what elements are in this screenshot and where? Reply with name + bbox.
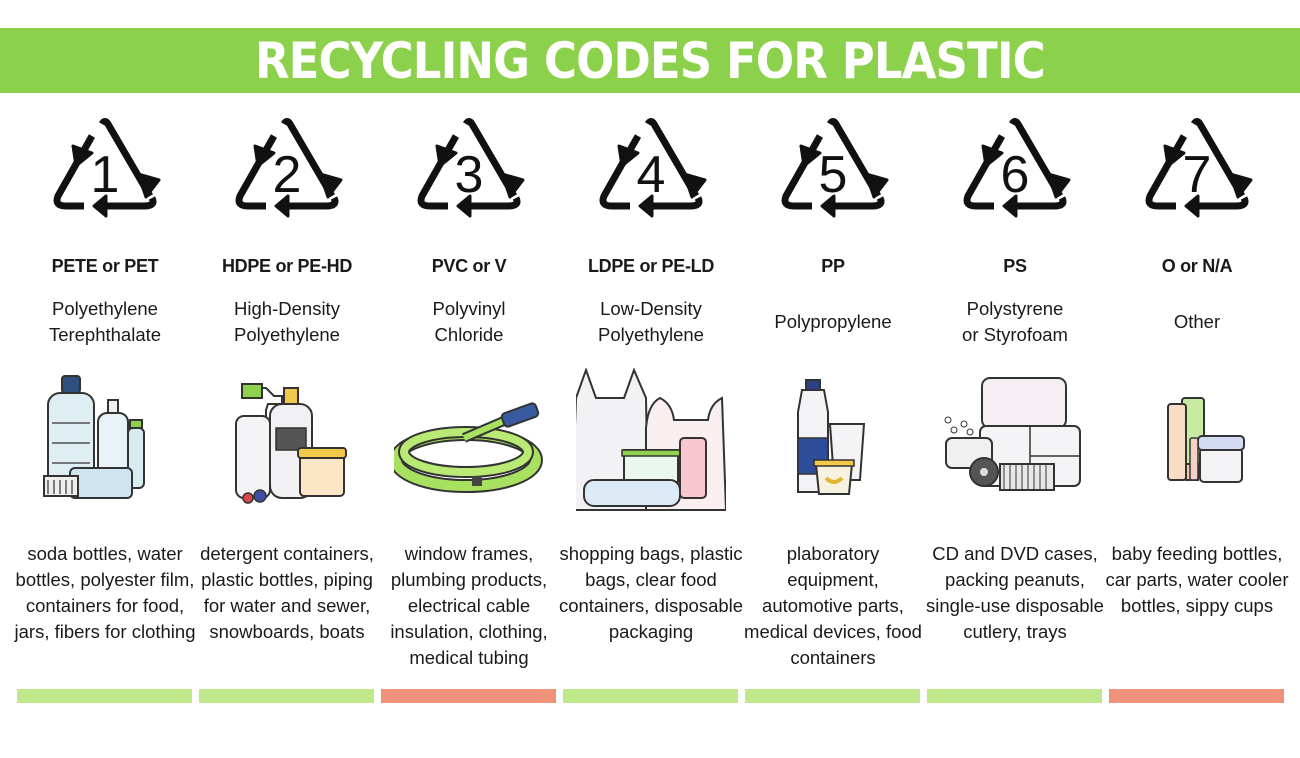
code-abbreviation: PS <box>1003 256 1027 276</box>
code-abbreviation: PP <box>821 256 845 276</box>
example-uses: plaboratory equipment, automotive parts,… <box>744 543 922 668</box>
recycle-triangle-3-icon: 3 <box>406 110 532 236</box>
plastic-full-name: Polystyrene or Styrofoam <box>962 298 1068 345</box>
recyclability-bar-1 <box>17 689 192 703</box>
code-abbreviation: PETE or PET <box>51 256 159 276</box>
plastic-full-name: Polyethylene Terephthalate <box>48 298 162 345</box>
recyclability-bar-6 <box>927 689 1102 703</box>
code-number: 6 <box>1001 146 1030 204</box>
code-number: 2 <box>273 146 302 204</box>
tubes-jars-illustration <box>1167 397 1245 483</box>
example-uses: window frames, plumbing products, electr… <box>390 543 548 668</box>
recyclability-bar-7 <box>1109 689 1284 703</box>
recycle-triangle-6-icon: 6 <box>952 110 1078 236</box>
example-uses: soda bottles, water bottles, polyester f… <box>14 543 196 642</box>
plastic-bottles-illustration <box>43 375 145 499</box>
milk-bottle-cups-illustration <box>797 379 866 495</box>
recycle-triangle-2-icon: 2 <box>224 110 350 236</box>
code-number: 1 <box>91 146 120 204</box>
plastic-full-name: Other <box>1173 311 1221 332</box>
recyclability-bar-4 <box>563 689 738 703</box>
styrofoam-containers-illustration <box>944 377 1081 491</box>
code-abbreviation: HDPE or PE-HD <box>221 256 353 276</box>
example-uses: shopping bags, plastic bags, clear food … <box>558 543 744 642</box>
code-abbreviation: O or N/A <box>1161 256 1233 276</box>
detergent-bottles-illustration <box>235 383 347 504</box>
code-number: 3 <box>455 146 484 204</box>
recycle-triangle-1-icon: 1 <box>42 110 168 236</box>
recycle-triangle-5-icon: 5 <box>770 110 896 236</box>
plastic-full-name: High-Density Polyethylene <box>234 298 340 345</box>
code-abbreviation: PVC or V <box>431 256 507 276</box>
recycle-triangle-4-icon: 4 <box>588 110 714 236</box>
recyclability-bar-5 <box>745 689 920 703</box>
recycle-triangle-7-icon: 7 <box>1134 110 1260 236</box>
plastic-full-name: Low-Density Polyethylene <box>598 298 704 345</box>
code-abbreviation: LDPE or PE-LD <box>587 256 715 276</box>
example-uses: baby feeding bottles, car parts, water c… <box>1105 543 1289 616</box>
plastic-bags-illustration <box>576 368 726 511</box>
example-uses: detergent containers, plastic bottles, p… <box>200 543 374 642</box>
recyclability-bar-3 <box>381 689 556 703</box>
title-banner: RECYCLING CODES FOR PLASTIC <box>0 28 1300 93</box>
code-number: 5 <box>819 146 848 204</box>
page-title: RECYCLING CODES FOR PLASTIC <box>255 31 1046 90</box>
plastic-full-name: Polypropylene <box>774 311 892 332</box>
code-number: 4 <box>637 146 666 204</box>
recyclability-bar-2 <box>199 689 374 703</box>
code-number: 7 <box>1183 146 1212 204</box>
example-uses: CD and DVD cases, packing peanuts, singl… <box>926 543 1104 642</box>
garden-hose-illustration <box>394 402 543 493</box>
plastic-full-name: Polyvinyl Chloride <box>432 298 506 345</box>
